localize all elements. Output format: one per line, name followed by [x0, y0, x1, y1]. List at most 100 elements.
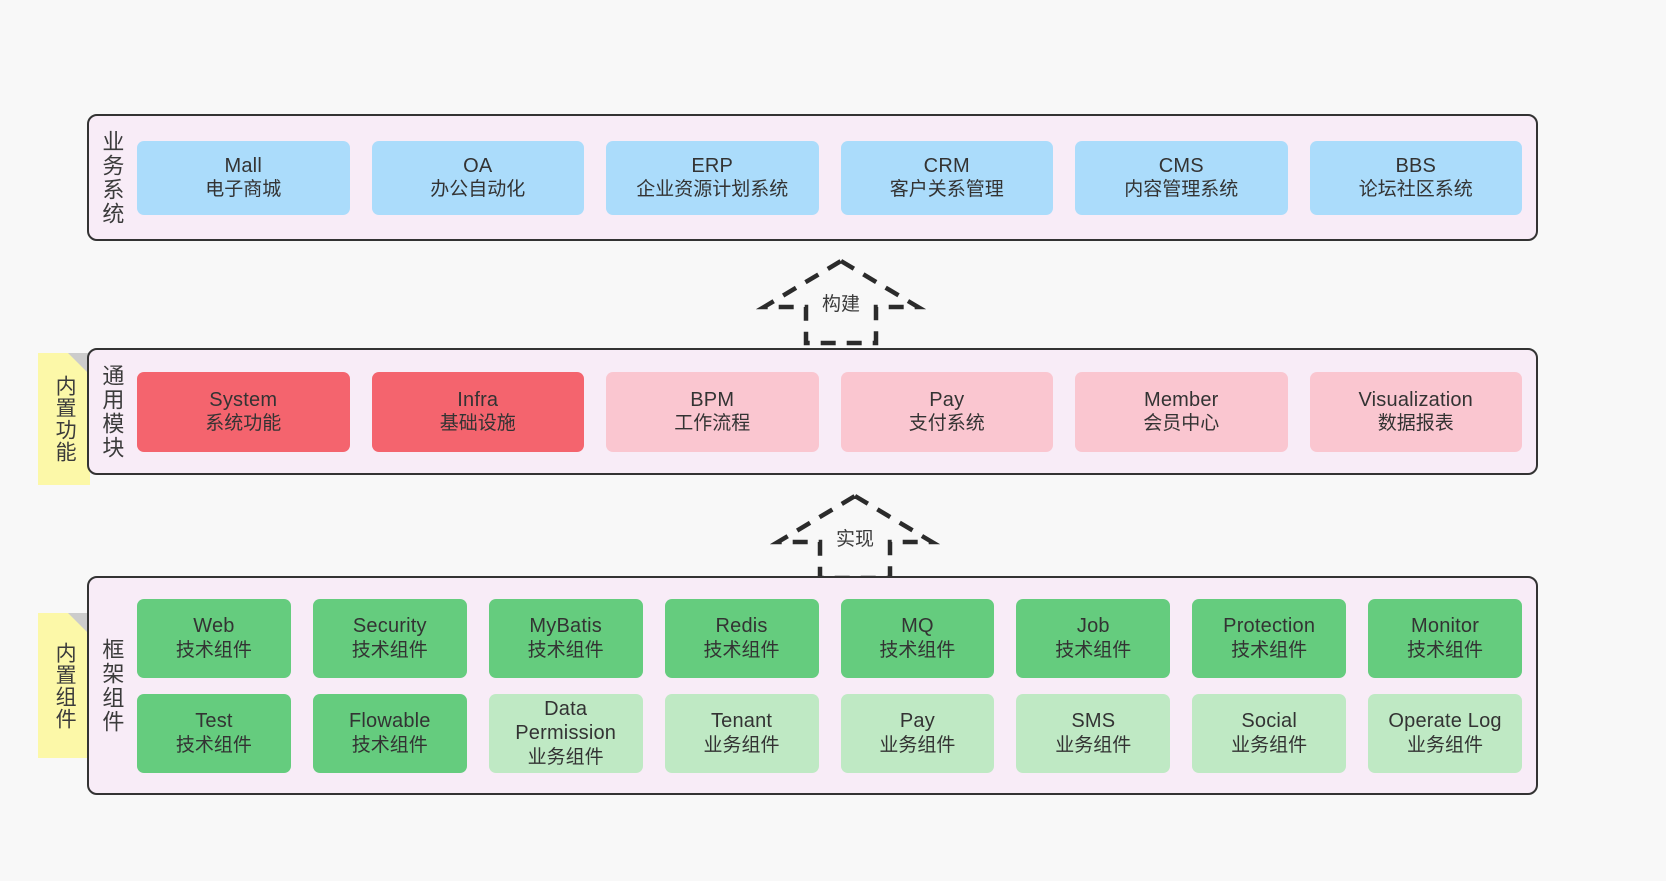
card-title-cn: 技术组件: [879, 639, 956, 661]
card-title-en: BPM: [690, 388, 735, 411]
card-title-cn: 客户关系管理: [889, 179, 1004, 201]
card-bbs[interactable]: BBS 论坛社区系统: [1309, 140, 1522, 215]
card-monitor[interactable]: Monitor 技术组件: [1368, 598, 1522, 678]
card-title-en: Redis: [715, 615, 768, 638]
card-title-cn: 技术组件: [175, 734, 252, 756]
card-title-cn: 技术组件: [351, 639, 428, 661]
card-title-cn: 业务组件: [527, 746, 604, 768]
card-title-en: Pay: [899, 710, 935, 733]
card-title-cn: 技术组件: [351, 734, 428, 756]
card-cms[interactable]: CMS 内容管理系统: [1075, 140, 1288, 215]
layer-body-modules: System 系统功能 Infra 基础设施 BPM 工作流程 Pay 支付系统…: [133, 350, 1536, 473]
card-infra[interactable]: Infra 基础设施: [371, 371, 584, 452]
card-title-cn: 内容管理系统: [1124, 179, 1239, 201]
card-title-cn: 企业资源计划系统: [636, 179, 789, 201]
card-title-en: Protection: [1223, 615, 1316, 638]
card-oa[interactable]: OA 办公自动化: [371, 140, 584, 215]
card-title-cn: 会员中心: [1143, 413, 1220, 435]
sticky-note-label: 内置组件: [53, 641, 77, 730]
card-title-en: Operate Log: [1388, 710, 1502, 733]
card-title-en: ERP: [691, 154, 734, 177]
connector-build-arrow: 构建: [756, 255, 926, 347]
card-crm[interactable]: CRM 客户关系管理: [840, 140, 1053, 215]
framework-card-row-2: Test 技术组件 Flowable 技术组件 Data Permission …: [137, 693, 1522, 773]
card-title-cn: 业务组件: [1231, 734, 1308, 756]
card-title-cn: 技术组件: [1055, 639, 1132, 661]
card-erp[interactable]: ERP 企业资源计划系统: [606, 140, 819, 215]
card-social[interactable]: Social 业务组件: [1192, 693, 1347, 773]
card-visualization[interactable]: Visualization 数据报表: [1309, 371, 1522, 452]
card-data-permission[interactable]: Data Permission 业务组件: [488, 693, 643, 773]
card-title-en: Job: [1076, 615, 1110, 638]
card-flowable[interactable]: Flowable 技术组件: [312, 693, 467, 773]
framework-card-row-1: Web 技术组件 Security 技术组件 MyBatis 技术组件 Redi…: [137, 598, 1522, 678]
layer-common-modules: 通用模块 System 系统功能 Infra 基础设施 BPM 工作流程 Pay…: [87, 348, 1538, 475]
card-title-cn: 业务组件: [703, 734, 780, 756]
card-pay-component[interactable]: Pay 业务组件: [840, 693, 995, 773]
module-card-row: System 系统功能 Infra 基础设施 BPM 工作流程 Pay 支付系统…: [137, 371, 1522, 452]
card-title-en: Pay: [929, 388, 965, 411]
card-title-en: Tenant: [710, 710, 773, 733]
card-security[interactable]: Security 技术组件: [312, 598, 467, 678]
card-title-cn: 电子商城: [205, 179, 282, 201]
connector-label-implement: 实现: [835, 529, 874, 550]
card-test[interactable]: Test 技术组件: [137, 693, 291, 773]
card-title-en: Visualization: [1358, 388, 1474, 411]
card-title-en: MyBatis: [529, 615, 602, 638]
connector-implement-arrow: 实现: [770, 490, 940, 582]
card-title-en: MQ: [901, 615, 934, 638]
card-title-en: BBS: [1395, 154, 1437, 177]
card-title-en: CRM: [923, 154, 970, 177]
card-title-en: Monitor: [1411, 615, 1480, 638]
sticky-note-label: 内置功能: [53, 375, 77, 463]
card-title-cn: 业务组件: [879, 734, 956, 756]
card-title-cn: 技术组件: [1231, 639, 1308, 661]
card-pay-module[interactable]: Pay 支付系统: [840, 371, 1053, 452]
card-job[interactable]: Job 技术组件: [1016, 598, 1171, 678]
card-title-cn: 支付系统: [908, 413, 985, 435]
card-protection[interactable]: Protection 技术组件: [1192, 598, 1347, 678]
layer-business-systems: 业务系统 Mall 电子商城 OA 办公自动化 ERP 企业资源计划系统 CRM…: [87, 114, 1538, 241]
card-title-cn: 业务组件: [1407, 734, 1484, 756]
card-mybatis[interactable]: MyBatis 技术组件: [488, 598, 643, 678]
card-title-cn: 业务组件: [1055, 734, 1132, 756]
card-title-en: Flowable: [348, 710, 431, 733]
sticky-note-builtin-features: 内置功能: [38, 353, 90, 485]
card-title-cn: 技术组件: [175, 639, 252, 661]
layer-title-business: 业务系统: [99, 129, 125, 226]
layer-title-modules: 通用模块: [99, 363, 125, 460]
card-title-en: Data Permission: [515, 698, 617, 745]
card-title-en: SMS: [1071, 710, 1116, 733]
card-web[interactable]: Web 技术组件: [137, 598, 291, 678]
layer-framework-components: 框架组件 Web 技术组件 Security 技术组件 MyBatis 技术组件…: [87, 576, 1538, 795]
layer-body-business: Mall 电子商城 OA 办公自动化 ERP 企业资源计划系统 CRM 客户关系…: [133, 116, 1536, 239]
card-title-cn: 基础设施: [439, 413, 516, 435]
card-title-cn: 技术组件: [527, 639, 604, 661]
card-sms[interactable]: SMS 业务组件: [1016, 693, 1171, 773]
card-bpm[interactable]: BPM 工作流程: [606, 371, 819, 452]
business-card-row: Mall 电子商城 OA 办公自动化 ERP 企业资源计划系统 CRM 客户关系…: [137, 140, 1522, 215]
card-title-en: Social: [1241, 710, 1298, 733]
folded-corner-icon: [68, 613, 90, 635]
card-tenant[interactable]: Tenant 业务组件: [664, 693, 819, 773]
card-member[interactable]: Member 会员中心: [1075, 371, 1288, 452]
card-title-en: Mall: [224, 154, 262, 177]
card-title-en: Security: [352, 615, 427, 638]
card-title-cn: 办公自动化: [430, 179, 526, 201]
card-title-en: CMS: [1158, 154, 1204, 177]
card-title-en: Test: [195, 710, 233, 733]
card-title-cn: 数据报表: [1377, 413, 1454, 435]
card-system[interactable]: System 系统功能: [137, 371, 350, 452]
card-title-en: System: [209, 388, 278, 411]
card-mq[interactable]: MQ 技术组件: [840, 598, 995, 678]
card-mall[interactable]: Mall 电子商城: [137, 140, 350, 215]
card-title-cn: 技术组件: [703, 639, 780, 661]
card-title-cn: 论坛社区系统: [1358, 179, 1473, 201]
card-operate-log[interactable]: Operate Log 业务组件: [1368, 693, 1522, 773]
card-title-cn: 系统功能: [205, 413, 282, 435]
card-title-cn: 工作流程: [674, 413, 751, 435]
layer-body-framework: Web 技术组件 Security 技术组件 MyBatis 技术组件 Redi…: [133, 578, 1536, 793]
connector-label-build: 构建: [821, 294, 860, 315]
card-redis[interactable]: Redis 技术组件: [664, 598, 819, 678]
